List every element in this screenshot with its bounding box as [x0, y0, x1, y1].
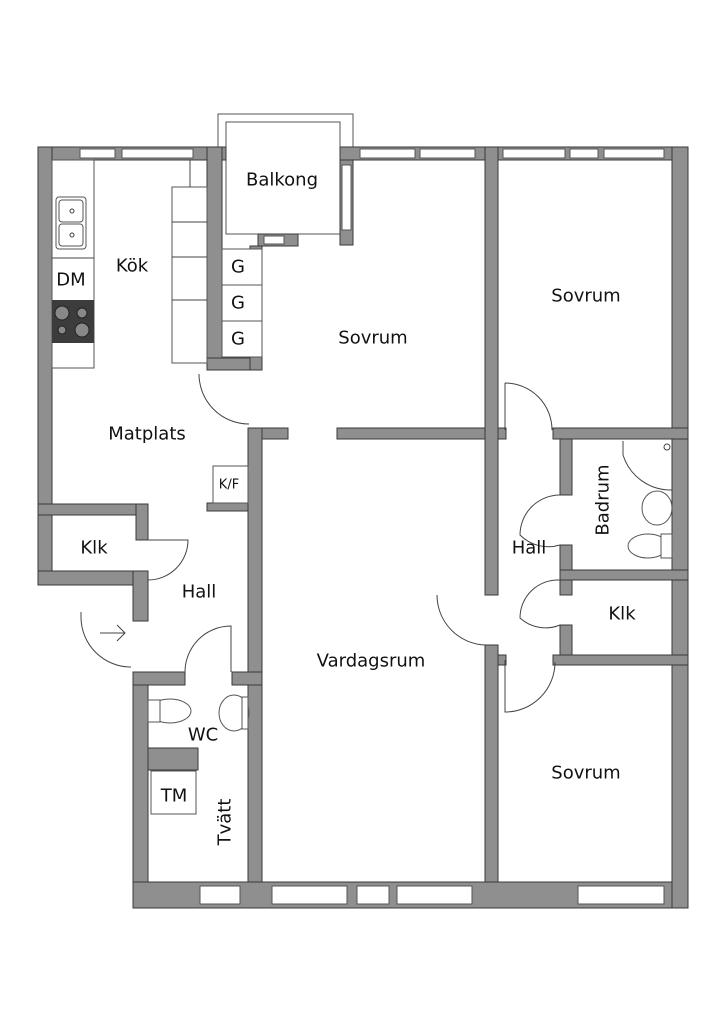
- room-label-hall: Hall: [181, 581, 217, 603]
- room-label-klk: Klk: [608, 603, 636, 625]
- washing-machine: [150, 770, 197, 815]
- room-label-wc: WC: [187, 724, 219, 746]
- sink-icon: [55, 196, 87, 250]
- room-label-matplats: Matplats: [108, 423, 186, 445]
- fridge-freezer-label: K/F: [218, 477, 240, 493]
- room-label-sovrum: Sovrum: [338, 327, 408, 349]
- wardrobe-label: G: [231, 292, 245, 314]
- entry-arrow-icon: [100, 624, 126, 642]
- fridge-freezer: [212, 465, 249, 504]
- dishwasher-label: DM: [56, 269, 86, 291]
- toilet-icon: [627, 533, 673, 559]
- room-label-vardagsrum: Vardagsrum: [316, 650, 426, 672]
- wardrobe-label: G: [231, 328, 245, 350]
- shower-icon: [622, 441, 673, 491]
- wardrobes: [221, 248, 263, 358]
- wardrobe-label: G: [231, 256, 245, 278]
- room-label-badrum: Badrum: [592, 464, 614, 536]
- balcony: [217, 113, 354, 235]
- washing-machine-label: TM: [160, 785, 188, 807]
- wc-washbasin-icon: [218, 694, 250, 732]
- stove-icon: [52, 300, 94, 343]
- doors: [80, 373, 561, 713]
- room-label-hall: Hall: [511, 537, 547, 559]
- room-label-sovrum: Sovrum: [551, 285, 621, 307]
- room-label-klk: Klk: [80, 537, 108, 559]
- wc-toilet-icon: [147, 698, 192, 724]
- room-label-balkong: Balkong: [245, 169, 319, 191]
- room-label-kok: Kök: [115, 255, 149, 277]
- windows: [79, 148, 665, 905]
- room-label-tvatt: Tvätt: [214, 798, 236, 846]
- washbasin-icon: [641, 490, 673, 526]
- room-label-sovrum: Sovrum: [551, 762, 621, 784]
